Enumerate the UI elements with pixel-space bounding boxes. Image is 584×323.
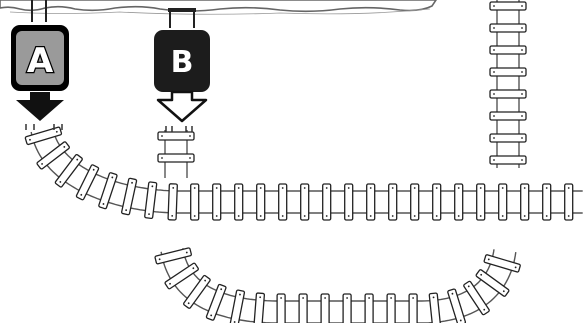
track-main-tie-25 (564, 183, 574, 221)
track-b-spur-tie-1 (157, 153, 195, 163)
track-vertical-tie-5 (489, 111, 527, 121)
track-main-tie-8 (190, 183, 200, 221)
station-a-label: A (27, 41, 54, 81)
torn-paper-edge (0, 0, 437, 13)
track-main-tie-1 (36, 141, 70, 170)
track-b-spur-tie-0 (157, 131, 195, 141)
track-loop-tie-15 (463, 280, 490, 316)
track-vertical-tie-7 (489, 155, 527, 165)
track-main-tie-9 (212, 183, 222, 221)
track-main-tie-15 (344, 183, 354, 221)
track-main-tie-0 (24, 126, 63, 146)
track-vertical-tie-1 (489, 23, 527, 33)
track-main-tie-3 (75, 164, 100, 201)
track-loop-rail-0 (182, 248, 495, 302)
track-loop-tie-12 (408, 293, 418, 323)
track-b-spur (157, 130, 195, 178)
track-loop-tie-14 (447, 288, 467, 323)
track-vertical-tie-6 (489, 133, 527, 143)
track-loop-tie-13 (428, 292, 442, 323)
track-loop-tie-5 (253, 292, 266, 323)
track-loop-rail-1 (160, 251, 517, 323)
track-main-tie-7 (167, 183, 178, 221)
track-loop-tie-3 (205, 283, 227, 321)
station-b[interactable]: B (154, 8, 210, 123)
track-vertical-tie-3 (489, 67, 527, 77)
track-main-tie-6 (144, 181, 158, 220)
track-loop-tie-4 (229, 289, 246, 323)
track-main-tie-18 (410, 183, 420, 221)
track-loop-tie-2 (183, 274, 211, 309)
track-main-tie-12 (278, 183, 288, 221)
track-main-tie-19 (432, 183, 442, 221)
track-main-tie-2 (54, 153, 83, 188)
track-main-tie-13 (300, 183, 310, 221)
station-b-label: B (171, 45, 194, 80)
station-b-arrow-icon (156, 90, 208, 123)
station-a[interactable]: A (11, 0, 69, 121)
track-main-tie-22 (498, 183, 508, 221)
track-loop-tie-10 (364, 293, 374, 323)
track-main-tie-20 (454, 183, 464, 221)
track-main-tie-21 (476, 183, 486, 221)
track-main-tie-17 (388, 183, 398, 221)
track-main (24, 126, 583, 221)
track-network (24, 0, 583, 323)
track-main-tie-24 (542, 183, 552, 221)
track-main-tie-4 (98, 172, 118, 210)
track-main-tie-14 (322, 183, 332, 221)
track-vertical (489, 0, 527, 168)
track-loop (154, 247, 521, 323)
track-main-tie-16 (366, 183, 376, 221)
station-b-sign (154, 30, 210, 92)
track-loop-tie-0 (154, 247, 192, 265)
track-main-tie-5 (121, 177, 138, 216)
track-loop-tie-16 (475, 269, 510, 297)
track-vertical-tie-4 (489, 89, 527, 99)
track-main-tie-10 (234, 183, 244, 221)
track-loop-tie-9 (342, 293, 352, 323)
track-loop-tie-8 (320, 293, 330, 323)
track-loop-tie-6 (276, 293, 286, 323)
track-loop-tie-7 (298, 293, 308, 323)
track-main-tie-23 (520, 183, 530, 221)
track-loop-tie-1 (164, 262, 199, 290)
track-vertical-tie-2 (489, 45, 527, 55)
track-vertical-tie-0 (489, 1, 527, 11)
station-a-arrow-icon (16, 92, 64, 121)
track-main-tie-11 (256, 183, 266, 221)
track-loop-tie-17 (483, 254, 521, 273)
track-loop-tie-11 (386, 293, 396, 323)
